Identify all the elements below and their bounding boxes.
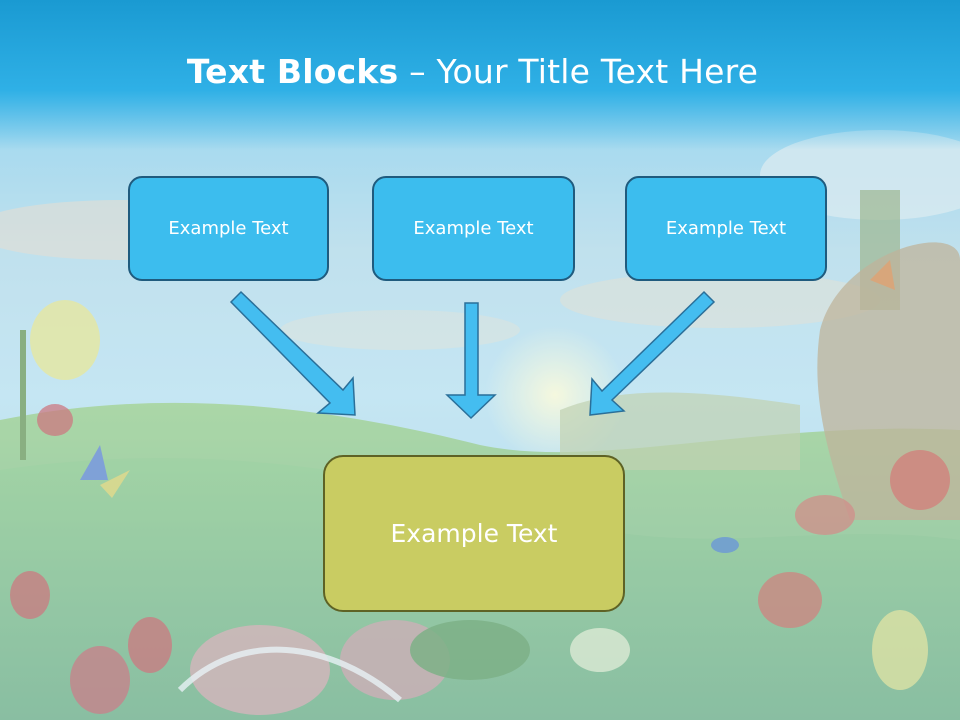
- text-block-main-label: Example Text: [390, 519, 558, 548]
- arrow-right: [589, 290, 716, 416]
- slide-title: Text Blocks – Your Title Text Here: [0, 52, 945, 91]
- text-block-3[interactable]: Example Text: [625, 176, 827, 281]
- title-bold: Text Blocks: [186, 52, 399, 91]
- text-block-2[interactable]: Example Text: [372, 176, 575, 281]
- title-bar: [0, 0, 960, 150]
- text-block-1-label: Example Text: [168, 218, 289, 239]
- arrow-left: [229, 290, 356, 416]
- text-block-2-label: Example Text: [413, 218, 534, 239]
- text-block-1[interactable]: Example Text: [128, 176, 329, 281]
- arrow-center: [445, 302, 497, 420]
- text-block-main[interactable]: Example Text: [323, 455, 625, 612]
- text-block-3-label: Example Text: [665, 218, 787, 239]
- title-separator: –: [398, 52, 437, 91]
- title-rest: Your Title Text Here: [436, 52, 759, 91]
